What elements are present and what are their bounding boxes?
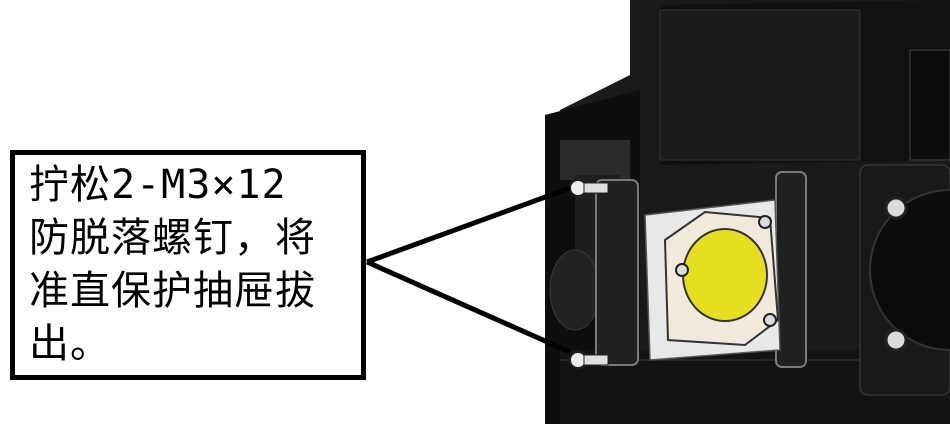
captive-screw-top [569,179,609,197]
collimator-drawer [644,199,781,361]
instruction-text: 拧松2-M3×12 防脱落螺钉，将 准直保护抽屉拔 出。 [29,159,359,371]
right-bracket [775,171,807,368]
instruction-line: 拧松2-M3×12 [29,162,287,208]
instruction-callout: 拧松2-M3×12 防脱落螺钉，将 准直保护抽屉拔 出。 [10,150,366,380]
instruction-line: 防脱落螺钉，将 [29,215,316,261]
left-bracket [595,179,639,366]
instruction-line: 准直保护抽屉拔 [29,268,316,314]
callout-leader-lines [365,185,572,355]
motor-assembly [859,164,950,396]
captive-screw-bottom [569,351,609,369]
instruction-line: 出。 [29,321,111,367]
